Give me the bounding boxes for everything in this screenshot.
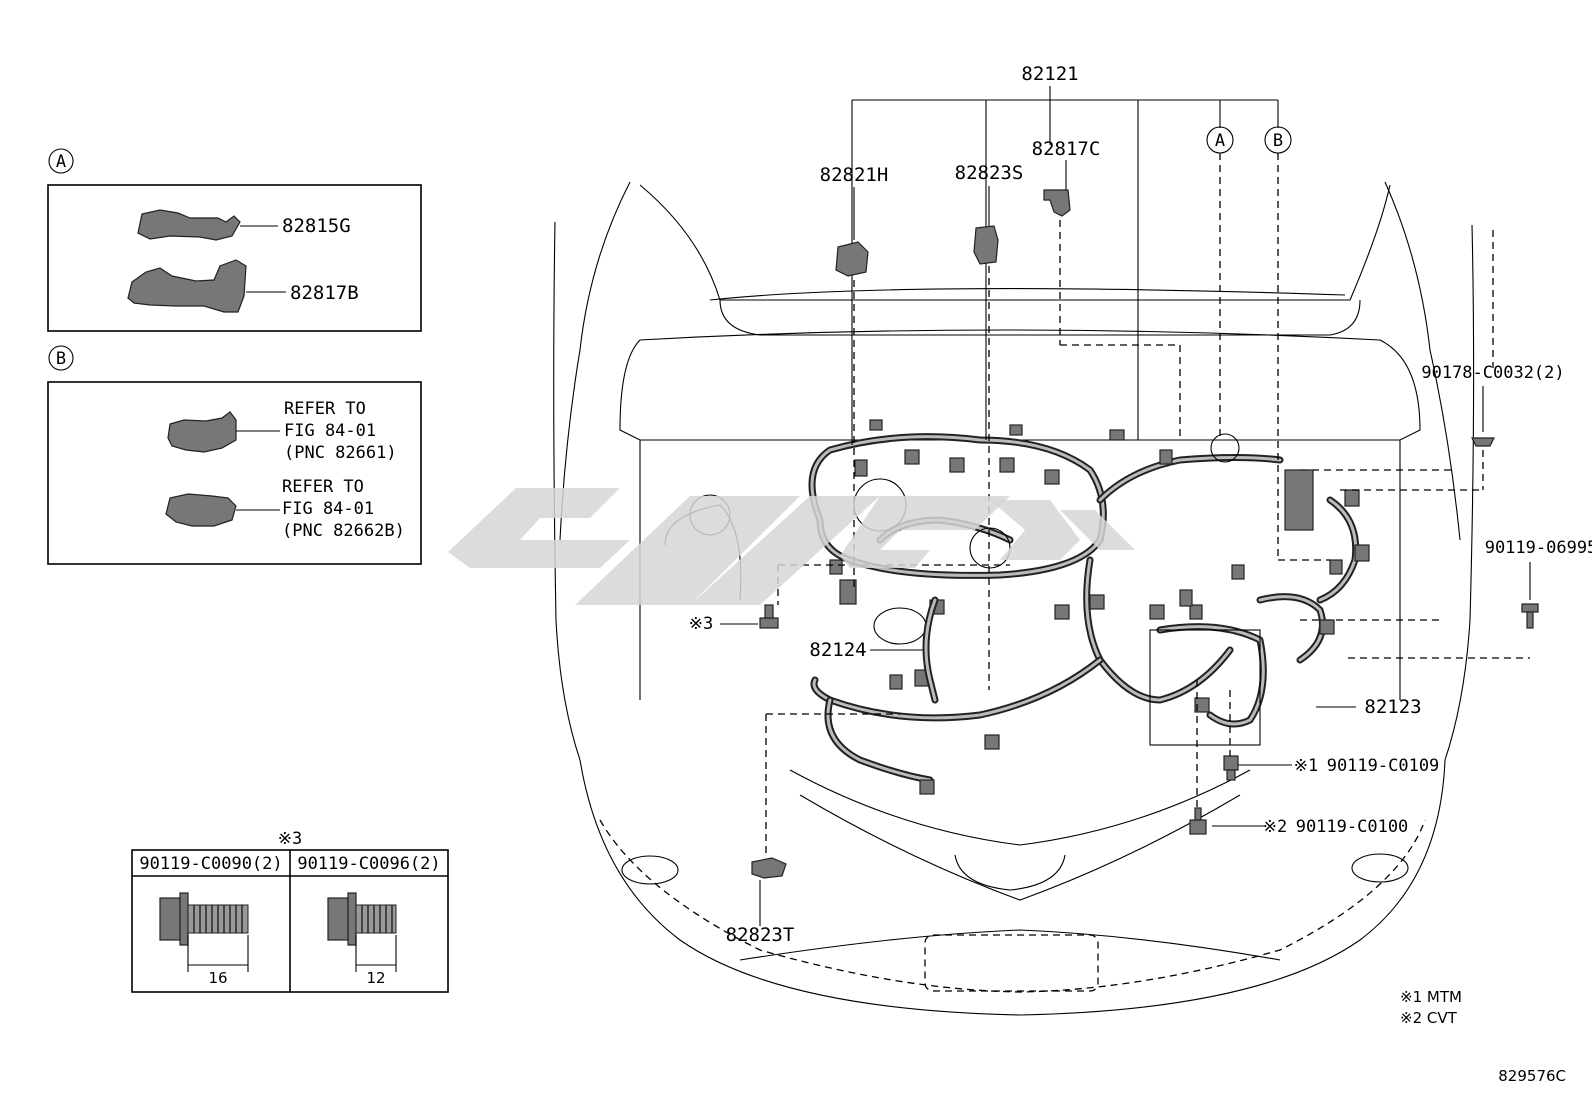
bolt-right-part-no: 90119-C0096(2) [297,854,440,874]
bolt-left-part-no: 90119-C0090(2) [139,854,282,874]
inset-a: A 82815G 82817B [47,148,422,332]
cover-82821h [835,241,869,277]
refer-note-2-line3: (PNC 82662B) [282,521,405,541]
refer-note-2-line2: FIG 84-01 [282,499,374,519]
figure-id: 829576C [1498,1067,1566,1085]
clip-82823t [751,857,787,879]
refer-note-1-line2: FIG 84-01 [284,421,376,441]
watermark-logo [448,488,1135,605]
connector-82661 [167,411,237,453]
bolt-12-icon [327,892,397,972]
leader-lines: 82121 A B 82821H 82823S 82817C 90178-C00… [689,63,1592,946]
label-82823s: 82823S [955,162,1024,184]
bolt-left-length: 16 [208,969,227,987]
bracket-82815g [137,209,241,241]
label-90119-06995: 90119-06995 [1485,538,1592,558]
bolt-90119-c0100-icon [1189,807,1207,835]
connector-82662b [165,493,237,527]
inset-b-marker: B [56,349,66,369]
label-82121: 82121 [1021,63,1078,85]
bolt-table: ※3 90119-C0090(2) 90119-C0096(2) 16 12 [131,829,449,993]
fog-light-left [621,855,679,885]
mark-2: ※2 [1263,817,1287,837]
bolt-90119-c0109-icon [1223,755,1239,781]
label-90119-c0100: 90119-C0100 [1296,817,1409,837]
bracket-82817b [127,259,247,313]
label-90178-c0032: 90178-C0032(2) [1421,363,1564,383]
bolt-right-length: 12 [366,969,385,987]
callout-b: B [1273,131,1283,151]
bracket-82817c [1043,189,1071,217]
refer-note-1-line1: REFER TO [284,399,366,419]
bolt-90119-06995-icon [1521,603,1539,629]
label-90119-c0109: 90119-C0109 [1327,756,1440,776]
label-82815g: 82815G [282,215,351,237]
label-82821h: 82821H [820,164,889,186]
label-82817c: 82817C [1032,138,1101,160]
inset-b: B REFER TO FIG 84-01 (PNC 82661) REFER T… [47,345,422,565]
license-plate [924,934,1099,992]
fog-light-right [1351,853,1409,883]
callout-a: A [1215,131,1225,151]
legend-cvt: ※2 CVT [1400,1009,1458,1027]
bolt-mark3-icon [759,604,779,629]
label-82123: 82123 [1364,696,1421,718]
label-82817b: 82817B [290,282,359,304]
refer-note-1-line3: (PNC 82661) [284,443,397,463]
mark-3: ※3 [689,614,713,634]
bolt-16-icon [159,892,249,972]
bolt-table-title: ※3 [278,829,302,849]
legend-mtm: ※1 MTM [1400,988,1462,1006]
inset-a-marker: A [56,152,66,172]
car-body-outline [553,181,1475,1016]
clip-90178-icon [1471,437,1495,447]
refer-note-2-line1: REFER TO [282,477,364,497]
clip-82823s [973,225,999,265]
mark-1: ※1 [1294,756,1318,776]
label-82124: 82124 [809,639,866,661]
label-82823t: 82823T [726,924,795,946]
